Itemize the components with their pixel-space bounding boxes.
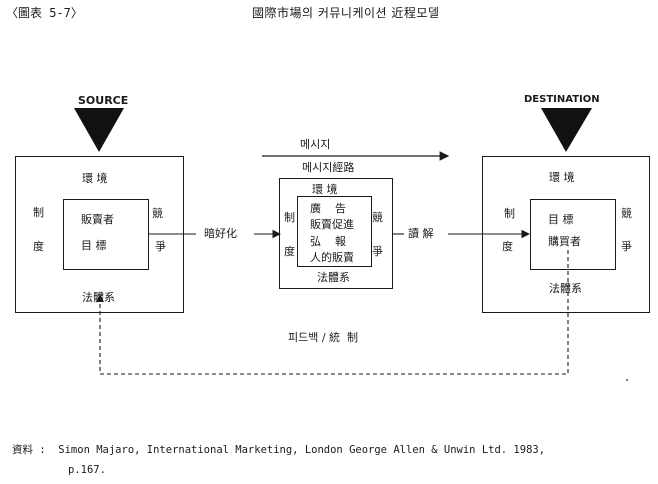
source-inner-box [63, 199, 149, 270]
feedback-arrowhead [96, 294, 104, 302]
source-citation-line2: p.167. [68, 464, 106, 476]
message-label: 메시지 [300, 138, 331, 151]
source-right-bottom: 爭 [155, 240, 166, 253]
channel-right-top: 競 [372, 211, 383, 224]
destination-left-top: 制 [504, 207, 515, 220]
destination-inner-box [530, 199, 616, 270]
destination-label: DESTINATION [524, 94, 600, 105]
channel-inner-box [297, 196, 372, 267]
source-right-top: 競 [152, 207, 163, 220]
destination-environment: 環 境 [549, 171, 575, 184]
source-left-bottom: 度 [33, 240, 44, 253]
source-left-top: 制 [33, 206, 44, 219]
channel-inner-line2: 販賣促進 [310, 218, 354, 231]
figure-title: 國際市場의 커뮤니케이션 近程모델 [252, 6, 440, 20]
channel-left-bottom: 度 [284, 245, 295, 258]
channel-law: 法體系 [317, 271, 350, 284]
channel-right-bottom: 爭 [372, 245, 383, 258]
destination-right-top: 競 [621, 207, 632, 220]
channel-outer-box [279, 178, 393, 289]
destination-outer-box [482, 156, 650, 313]
source-citation-line1: 資料 : Simon Majaro, International Marketi… [12, 444, 546, 456]
destination-triangle [541, 108, 592, 152]
feedback-label: 피드백 / 統 制 [288, 331, 359, 344]
destination-left-bottom: 度 [502, 240, 513, 253]
destination-inner-line2: 購買者 [548, 235, 581, 248]
message-path-label: 메시지經路 [302, 161, 355, 174]
source-outer-box [15, 156, 184, 313]
feedback-loop [99, 250, 569, 375]
source-environment: 環 境 [82, 172, 108, 185]
figure-number: 〈圖表 5-7〉 [6, 6, 83, 20]
encode-label: 暗好化 [204, 227, 237, 240]
channel-inner-line1: 廣 告 [310, 202, 346, 215]
decode-label: 讀 解 [408, 227, 434, 240]
channel-left-top: 制 [284, 211, 295, 224]
destination-law: 法體系 [549, 282, 582, 295]
source-triangle [74, 108, 124, 152]
channel-inner-line3: 弘 報 [310, 235, 346, 248]
destination-right-bottom: 爭 [621, 240, 632, 253]
source-law: 法體系 [82, 291, 115, 304]
source-label: SOURCE [78, 94, 129, 107]
destination-inner-line1: 目 標 [548, 213, 574, 226]
channel-environment: 環 境 [312, 183, 338, 196]
channel-inner-line4: 人的販賣 [310, 251, 354, 264]
source-inner-line1: 販賣者 [81, 213, 114, 226]
source-inner-line2: 目 標 [81, 239, 107, 252]
